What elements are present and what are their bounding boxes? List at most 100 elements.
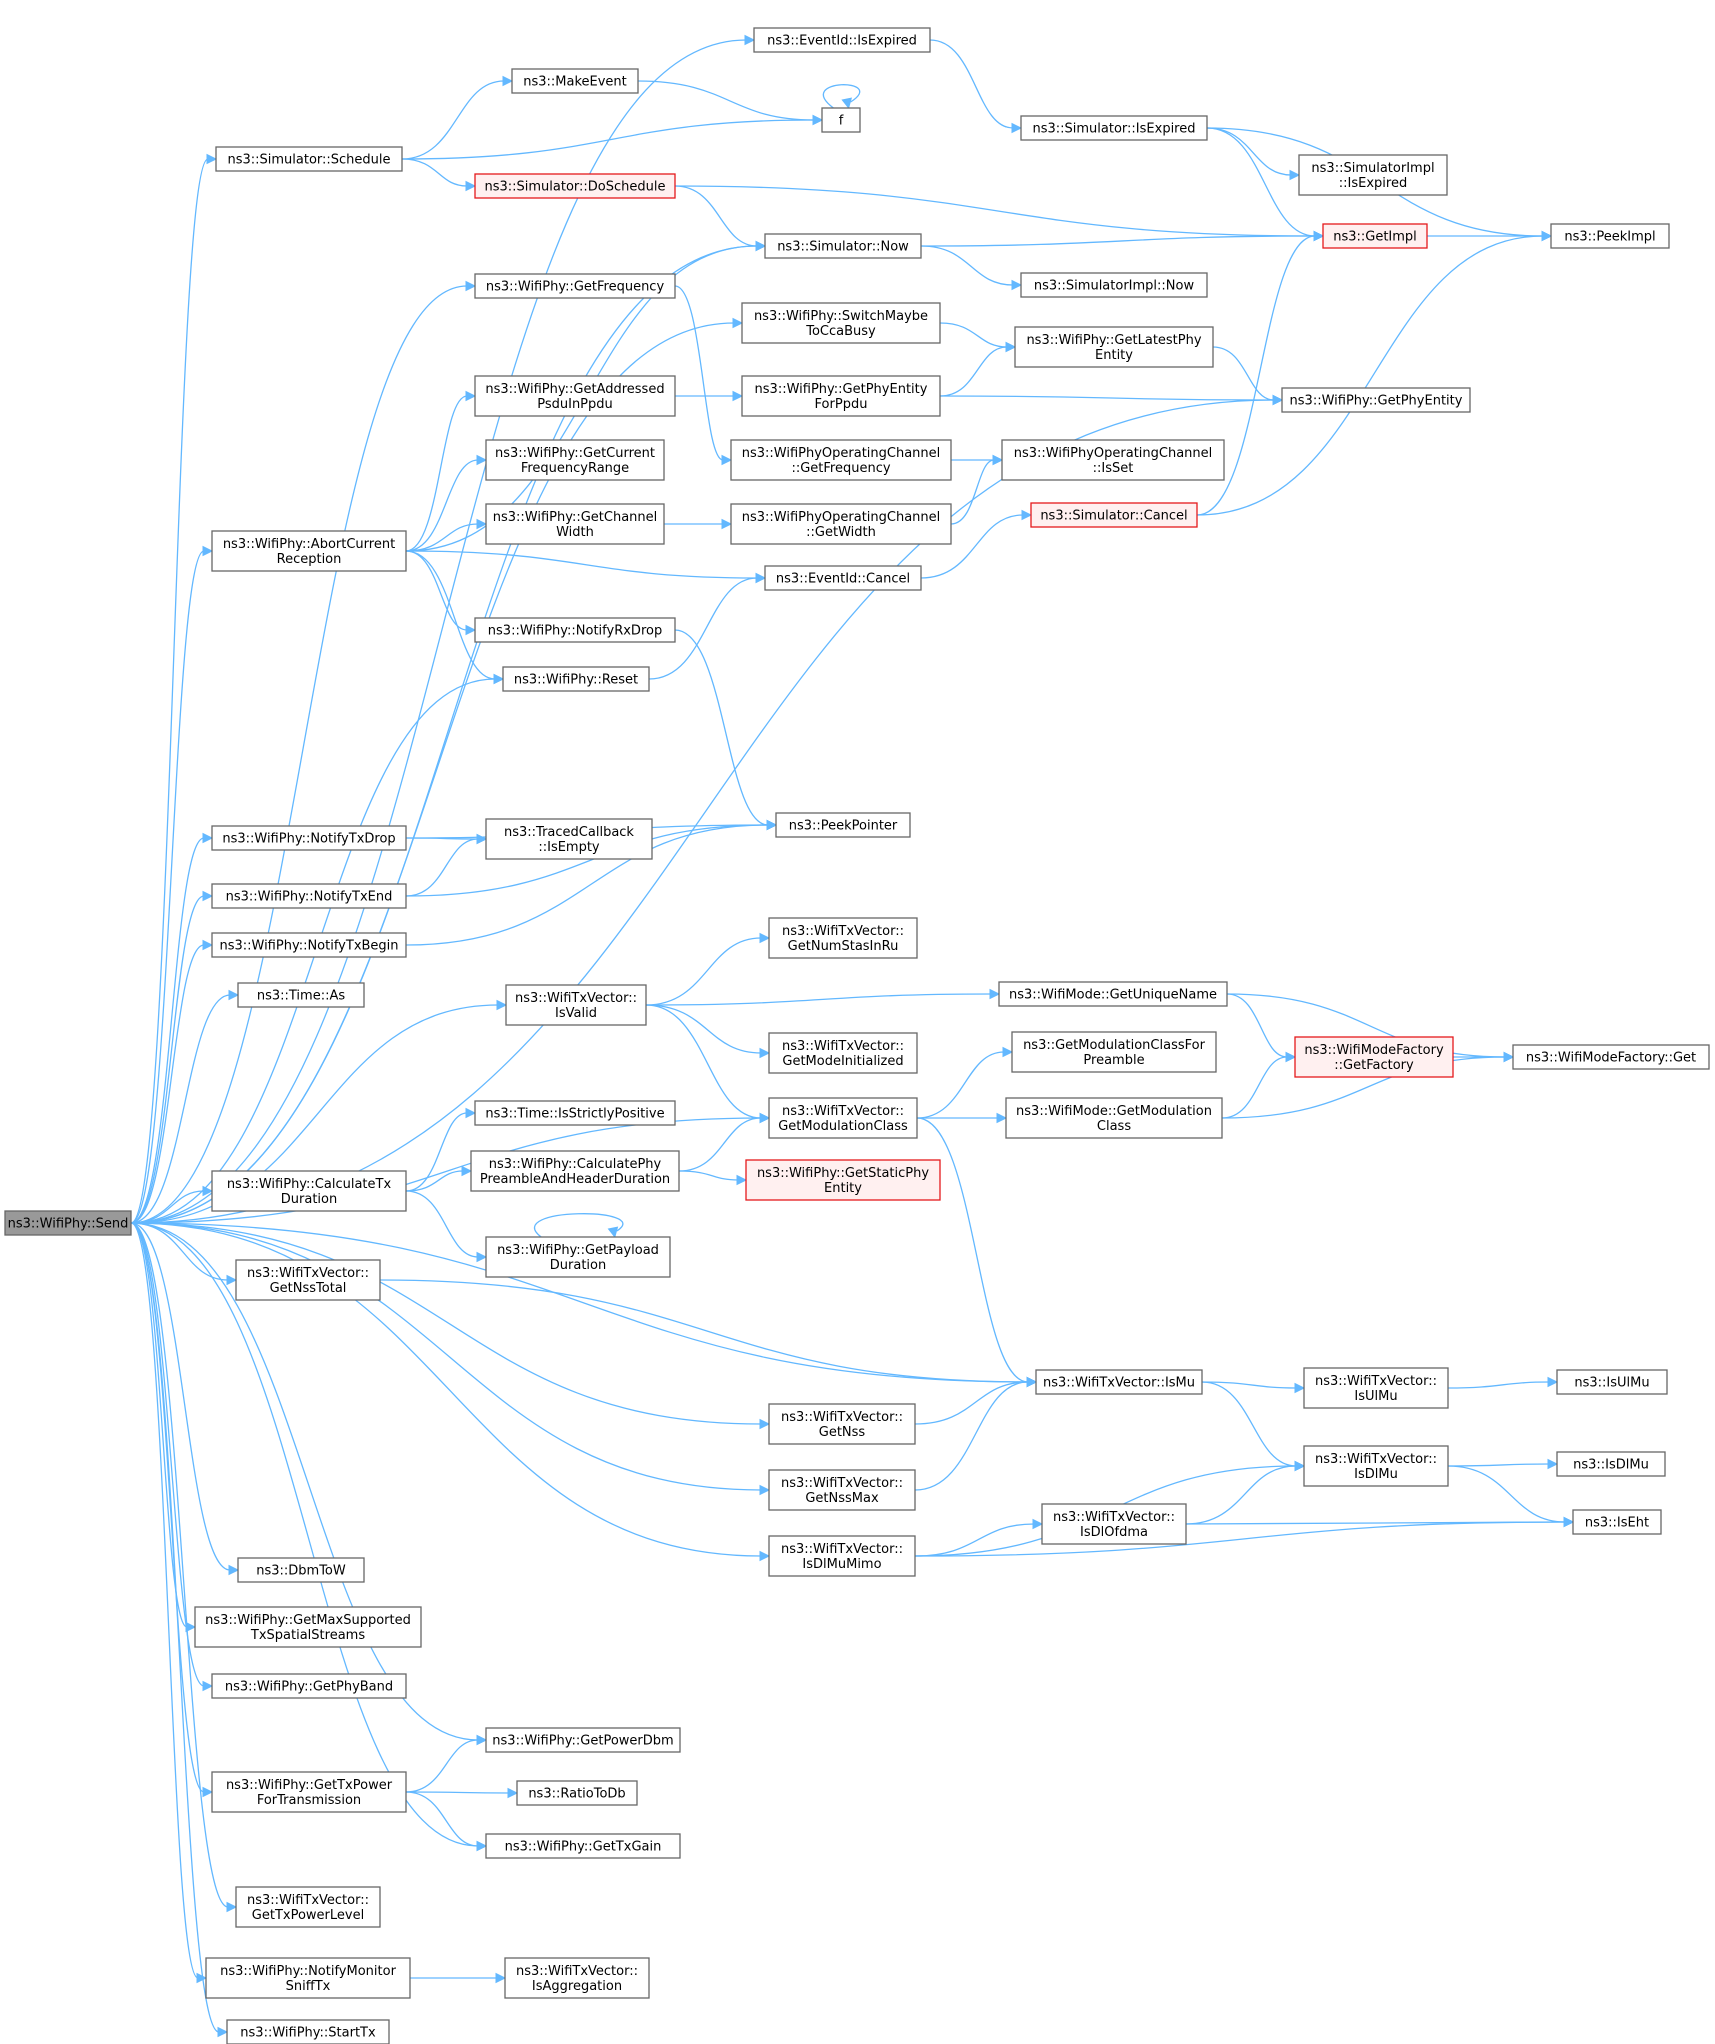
- node-isdlmu[interactable]: ns3::IsDlMu: [1556, 1451, 1666, 1477]
- node-calculatephypreamble[interactable]: ns3::WifiPhy::CalculatePhyPreambleAndHea…: [470, 1150, 680, 1192]
- node-txv_getnumstas[interactable]: ns3::WifiTxVector::GetNumStasInRu: [768, 917, 918, 959]
- node-txv_getnssmax[interactable]: ns3::WifiTxVector::GetNssMax: [768, 1469, 916, 1511]
- node-f[interactable]: f: [821, 107, 861, 133]
- node-traced_isempty[interactable]: ns3::TracedCallback::IsEmpty: [485, 818, 653, 860]
- node-box: [502, 666, 650, 692]
- node-box: [474, 273, 676, 299]
- node-sim_schedule[interactable]: ns3::Simulator::Schedule: [215, 146, 403, 172]
- node-notifytxbegin[interactable]: ns3::WifiPhy::NotifyTxBegin: [211, 932, 407, 958]
- call-edge-txv_getmodclass-to-txv_ismu: [916, 1117, 1038, 1388]
- node-makeevent[interactable]: ns3::MakeEvent: [511, 68, 639, 94]
- node-box: [768, 1403, 916, 1445]
- node-send[interactable]: ns3::WifiPhy::Send: [4, 1210, 132, 1236]
- node-box: [1556, 1369, 1668, 1395]
- node-opch_getfrequency[interactable]: ns3::WifiPhyOperatingChannel::GetFrequen…: [730, 439, 952, 481]
- node-box: [1294, 1036, 1454, 1078]
- node-getpowerdbm[interactable]: ns3::WifiPhy::GetPowerDbm: [485, 1727, 681, 1753]
- node-time_isstrictlypositive[interactable]: ns3::Time::IsStrictlyPositive: [474, 1100, 676, 1126]
- node-dbmtow[interactable]: ns3::DbmToW: [237, 1557, 365, 1583]
- node-box: [1303, 1445, 1449, 1487]
- node-ratiotodb[interactable]: ns3::RatioToDb: [516, 1780, 638, 1806]
- node-eventid_isexpired[interactable]: ns3::EventId::IsExpired: [753, 27, 931, 53]
- node-label: ns3::WifiTxVector::: [781, 1410, 903, 1425]
- node-txv_ismu[interactable]: ns3::WifiTxVector::IsMu: [1035, 1369, 1203, 1395]
- node-reset[interactable]: ns3::WifiPhy::Reset: [502, 666, 650, 692]
- node-getphyband[interactable]: ns3::WifiPhy::GetPhyBand: [211, 1673, 407, 1699]
- node-getphyentity[interactable]: ns3::WifiPhy::GetPhyEntity: [1281, 387, 1471, 413]
- node-sim_cancel[interactable]: ns3::Simulator::Cancel: [1030, 502, 1198, 528]
- node-sim_doschedule[interactable]: ns3::Simulator::DoSchedule: [474, 173, 676, 199]
- node-txv_isaggregation[interactable]: ns3::WifiTxVector::IsAggregation: [504, 1957, 650, 1999]
- node-label: ns3::IsDlMu: [1573, 1458, 1649, 1473]
- call-edge-getfrequency-to-opch_getfrequency: [674, 285, 733, 466]
- node-txv_isulmu[interactable]: ns3::WifiTxVector::IsUlMu: [1303, 1367, 1449, 1409]
- node-eventid_cancel[interactable]: ns3::EventId::Cancel: [764, 565, 922, 591]
- node-label: ns3::WifiMode::GetModulation: [1016, 1104, 1212, 1119]
- node-txv_isdlmumimo[interactable]: ns3::WifiTxVector::IsDlMuMimo: [768, 1535, 916, 1577]
- node-label: ns3::IsEht: [1585, 1516, 1649, 1531]
- node-modefactory_get[interactable]: ns3::WifiModeFactory::Get: [1512, 1044, 1710, 1070]
- node-box: [1303, 1367, 1449, 1409]
- node-peekpointer[interactable]: ns3::PeekPointer: [775, 812, 911, 838]
- node-notifyrxdrop[interactable]: ns3::WifiPhy::NotifyRxDrop: [474, 617, 676, 643]
- node-label: ns3::WifiTxVector::: [247, 1266, 369, 1281]
- node-box: [485, 1727, 681, 1753]
- call-edge-sim_now-to-getimpl: [920, 230, 1325, 247]
- node-box: [485, 503, 665, 545]
- node-opch_isset[interactable]: ns3::WifiPhyOperatingChannel::IsSet: [1001, 439, 1225, 481]
- node-txv_gettxpowerlevel[interactable]: ns3::WifiTxVector::GetTxPowerLevel: [235, 1886, 381, 1928]
- node-gettxgain[interactable]: ns3::WifiPhy::GetTxGain: [485, 1833, 681, 1859]
- node-iseht[interactable]: ns3::IsEht: [1572, 1509, 1662, 1535]
- node-notifytxdrop[interactable]: ns3::WifiPhy::NotifyTxDrop: [211, 825, 407, 851]
- node-opch_getwidth[interactable]: ns3::WifiPhyOperatingChannel::GetWidth: [730, 503, 952, 545]
- node-starttx[interactable]: ns3::WifiPhy::StartTx: [226, 2019, 390, 2044]
- node-notifytxend[interactable]: ns3::WifiPhy::NotifyTxEnd: [211, 883, 407, 909]
- node-box: [1322, 223, 1428, 249]
- node-txv_getmodclass[interactable]: ns3::WifiTxVector::GetModulationClass: [768, 1097, 918, 1139]
- node-sim_isexpired[interactable]: ns3::Simulator::IsExpired: [1020, 115, 1208, 141]
- node-label: ::GetFactory: [1334, 1058, 1414, 1073]
- node-txv_isdlmu[interactable]: ns3::WifiTxVector::IsDlMu: [1303, 1445, 1449, 1487]
- node-simimpl_isexpired[interactable]: ns3::SimulatorImpl::IsExpired: [1298, 154, 1448, 196]
- node-txv_isdlofdma[interactable]: ns3::WifiTxVector::IsDlOfdma: [1041, 1503, 1187, 1545]
- node-label: ns3::WifiPhyOperatingChannel: [742, 510, 941, 525]
- node-txv_getmodeinit[interactable]: ns3::WifiTxVector::GetModeInitialized: [768, 1032, 918, 1074]
- node-txv_getnss[interactable]: ns3::WifiTxVector::GetNss: [768, 1403, 916, 1445]
- node-box: [237, 1557, 365, 1583]
- node-getmaxsupported[interactable]: ns3::WifiPhy::GetMaxSupportedTxSpatialSt…: [194, 1606, 422, 1648]
- node-getimpl[interactable]: ns3::GetImpl: [1322, 223, 1428, 249]
- node-getfrequency[interactable]: ns3::WifiPhy::GetFrequency: [474, 273, 676, 299]
- call-edge-getlatestphy-to-getphyentity: [1212, 346, 1284, 406]
- call-edge-txv_ismu-to-txv_isulmu: [1201, 1381, 1306, 1394]
- call-edge-notifyrxdrop-to-peekpointer: [674, 629, 778, 831]
- node-txv_isvalid[interactable]: ns3::WifiTxVector::IsValid: [505, 984, 647, 1026]
- call-edge-notifymonitor-to-txv_isaggregation: [410, 1972, 507, 1984]
- node-time_as[interactable]: ns3::Time::As: [237, 982, 365, 1008]
- node-isulmu[interactable]: ns3::IsUlMu: [1556, 1369, 1668, 1395]
- node-simimpl_now[interactable]: ns3::SimulatorImpl::Now: [1020, 272, 1208, 298]
- node-label: ns3::EventId::IsExpired: [767, 34, 917, 49]
- node-mode_getuniquename[interactable]: ns3::WifiMode::GetUniqueName: [998, 981, 1228, 1007]
- node-box: [768, 1097, 918, 1139]
- node-label: ns3::WifiTxVector::: [781, 1476, 903, 1491]
- node-modefactory_getfactory[interactable]: ns3::WifiModeFactory::GetFactory: [1294, 1036, 1454, 1078]
- node-sim_now[interactable]: ns3::Simulator::Now: [764, 233, 922, 259]
- call-edge-calculatephypreamble-to-txv_getmodclass: [678, 1112, 771, 1172]
- node-txv_getnsstotal[interactable]: ns3::WifiTxVector::GetNssTotal: [235, 1259, 381, 1301]
- node-mode_getmodclass[interactable]: ns3::WifiMode::GetModulationClass: [1005, 1097, 1223, 1139]
- node-box: [505, 984, 647, 1026]
- node-peekimpl[interactable]: ns3::PeekImpl: [1550, 223, 1670, 249]
